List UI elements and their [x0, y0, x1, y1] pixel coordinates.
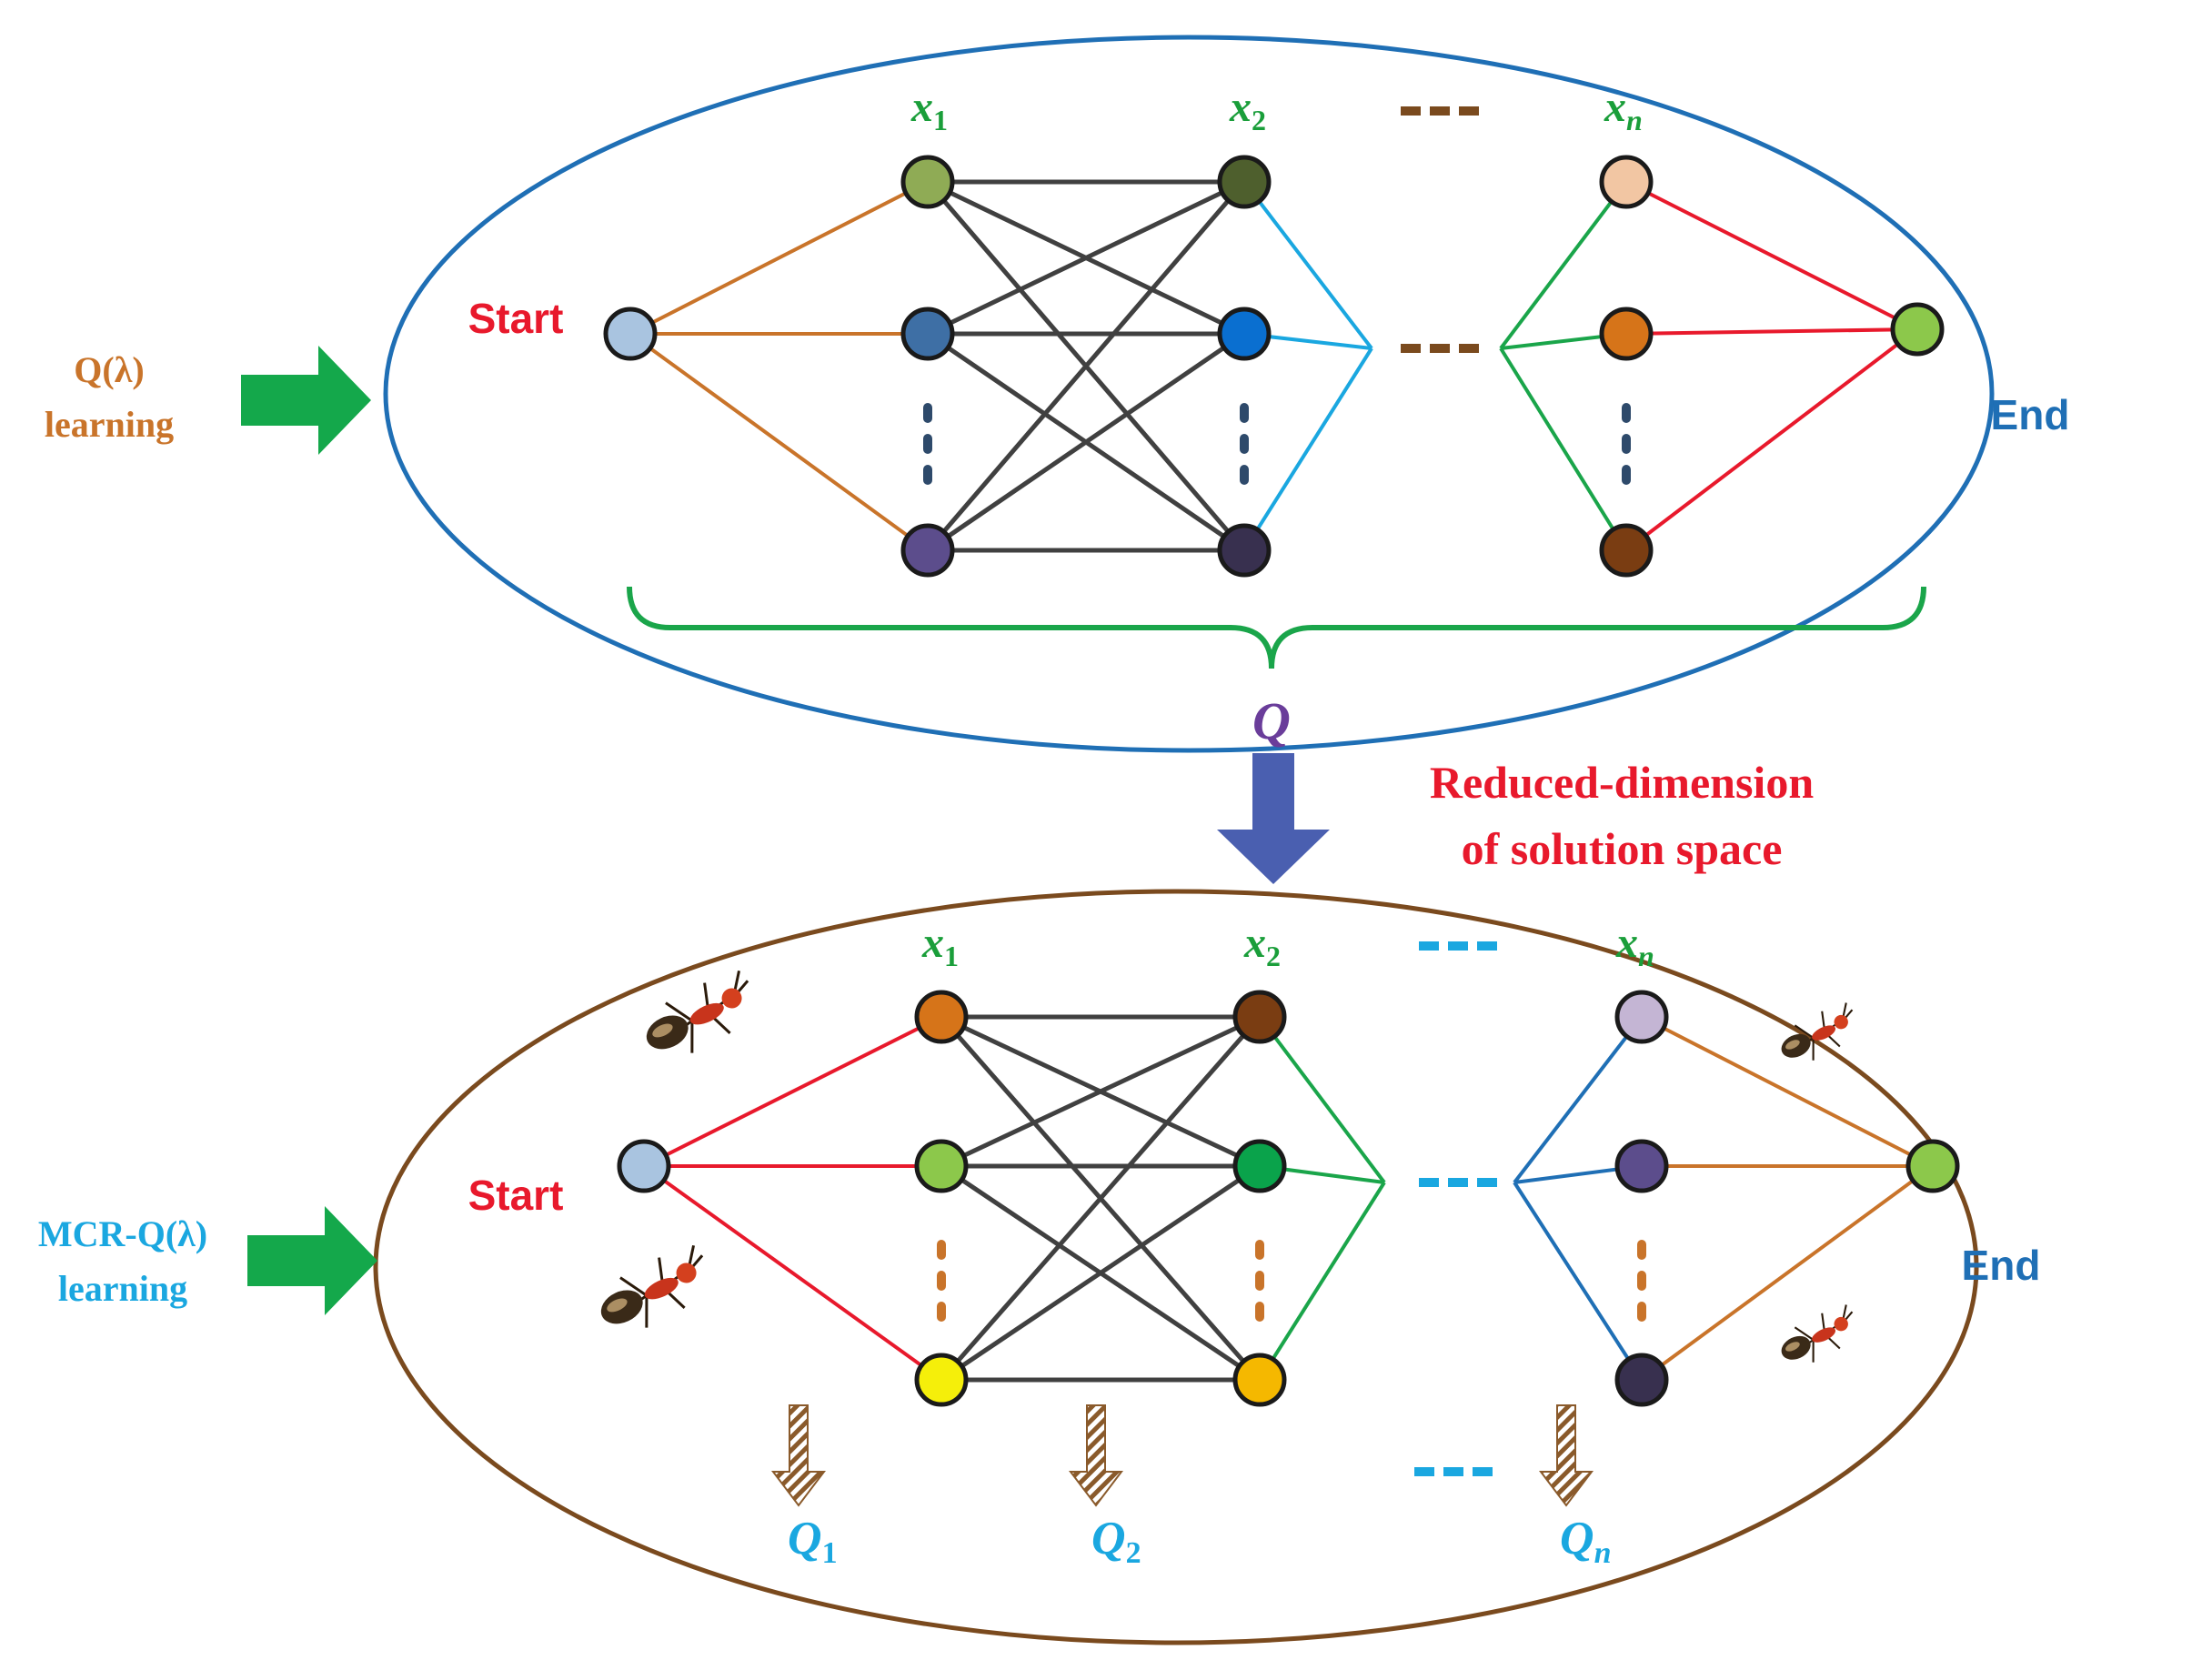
top-start-label: Start	[468, 295, 564, 342]
top-xn-label: xn	[1604, 83, 1643, 136]
bottom-edges-end	[1640, 1015, 1935, 1382]
top-horizontal-dashes	[1401, 106, 1479, 353]
bottom-x2-node-1	[1232, 990, 1287, 1044]
qn-label: Qn	[1560, 1513, 1611, 1570]
bottom-xn-node-2	[1614, 1139, 1669, 1193]
bottom-method-label-line1: MCR-Q(λ)	[38, 1213, 207, 1254]
q1-label: Q1	[788, 1513, 838, 1570]
top-brace	[627, 586, 1926, 669]
bottom-horizontal-dashes	[1414, 941, 1497, 1476]
bottom-x2-node-3	[1232, 1353, 1287, 1407]
top-method-label-line1: Q(λ)	[74, 349, 144, 390]
bottom-xn-node-3	[1614, 1353, 1669, 1407]
top-edges-end	[1624, 180, 1919, 552]
bottom-x2-node-2	[1232, 1139, 1287, 1193]
qn-hatched-arrow	[1538, 1404, 1594, 1507]
bottom-vertical-dots	[937, 1240, 1646, 1322]
bottom-x1-node-2	[914, 1139, 969, 1193]
top-method-label-line2: learning	[45, 404, 174, 445]
bottom-x1-node-1	[914, 990, 969, 1044]
bottom-nodes	[617, 990, 1960, 1407]
ant-icon	[1781, 1304, 1854, 1363]
reduced-label-line1: Reduced-dimension	[1430, 757, 1814, 808]
bottom-end-label: End	[1962, 1242, 2041, 1289]
top-x2-label: x2	[1229, 83, 1266, 136]
down-arrow	[1217, 753, 1330, 884]
bottom-ellipse	[373, 889, 1979, 1645]
top-end-node	[1890, 302, 1945, 357]
q2-label: Q2	[1091, 1513, 1141, 1570]
top-x1-label: x1	[910, 83, 948, 136]
bottom-end-node	[1905, 1139, 1960, 1193]
bottom-edges-start	[642, 1015, 943, 1382]
ant-icon	[600, 1244, 704, 1328]
top-x1-node-1	[900, 155, 955, 209]
top-xn-node-3	[1599, 523, 1654, 578]
bottom-edges-x2-out	[1258, 1015, 1386, 1382]
q2-hatched-arrow	[1068, 1404, 1124, 1507]
ant-icon	[646, 970, 749, 1053]
bottom-input-arrow	[247, 1206, 377, 1315]
top-input-arrow	[241, 346, 371, 455]
bottom-x1-label: x1	[921, 919, 959, 972]
bottom-x1-node-3	[914, 1353, 969, 1407]
bottom-start-label: Start	[468, 1172, 564, 1219]
top-edges-x2-out	[1242, 180, 1373, 552]
top-x2-node-1	[1217, 155, 1272, 209]
bottom-xn-node-1	[1614, 990, 1669, 1044]
top-edges-xn-in	[1499, 180, 1628, 552]
top-ellipse	[383, 35, 1995, 753]
top-x2-node-3	[1217, 523, 1272, 578]
top-end-label: End	[1991, 391, 2070, 438]
bottom-xn-label: xn	[1615, 919, 1654, 972]
top-edges-start	[628, 180, 930, 552]
top-nodes	[603, 155, 1945, 578]
q-top-label: Q	[1252, 691, 1291, 750]
top-xn-node-2	[1599, 307, 1654, 361]
bottom-method-label-line2: learning	[58, 1268, 187, 1309]
top-x2-node-2	[1217, 307, 1272, 361]
bottom-start-node	[617, 1139, 671, 1193]
reduced-label-line2: of solution space	[1462, 823, 1783, 874]
top-xn-node-1	[1599, 155, 1654, 209]
q1-hatched-arrow	[770, 1404, 827, 1507]
bottom-edges-xn-in	[1513, 1015, 1644, 1382]
top-vertical-dots	[923, 403, 1631, 485]
bottom-edges-mesh	[940, 1014, 1262, 1383]
top-x1-node-2	[900, 307, 955, 361]
top-edges-mesh	[926, 179, 1246, 553]
top-start-node	[603, 307, 658, 361]
bottom-x2-label: x2	[1243, 919, 1281, 972]
ant-icon	[1781, 1002, 1854, 1061]
top-x1-node-3	[900, 523, 955, 578]
